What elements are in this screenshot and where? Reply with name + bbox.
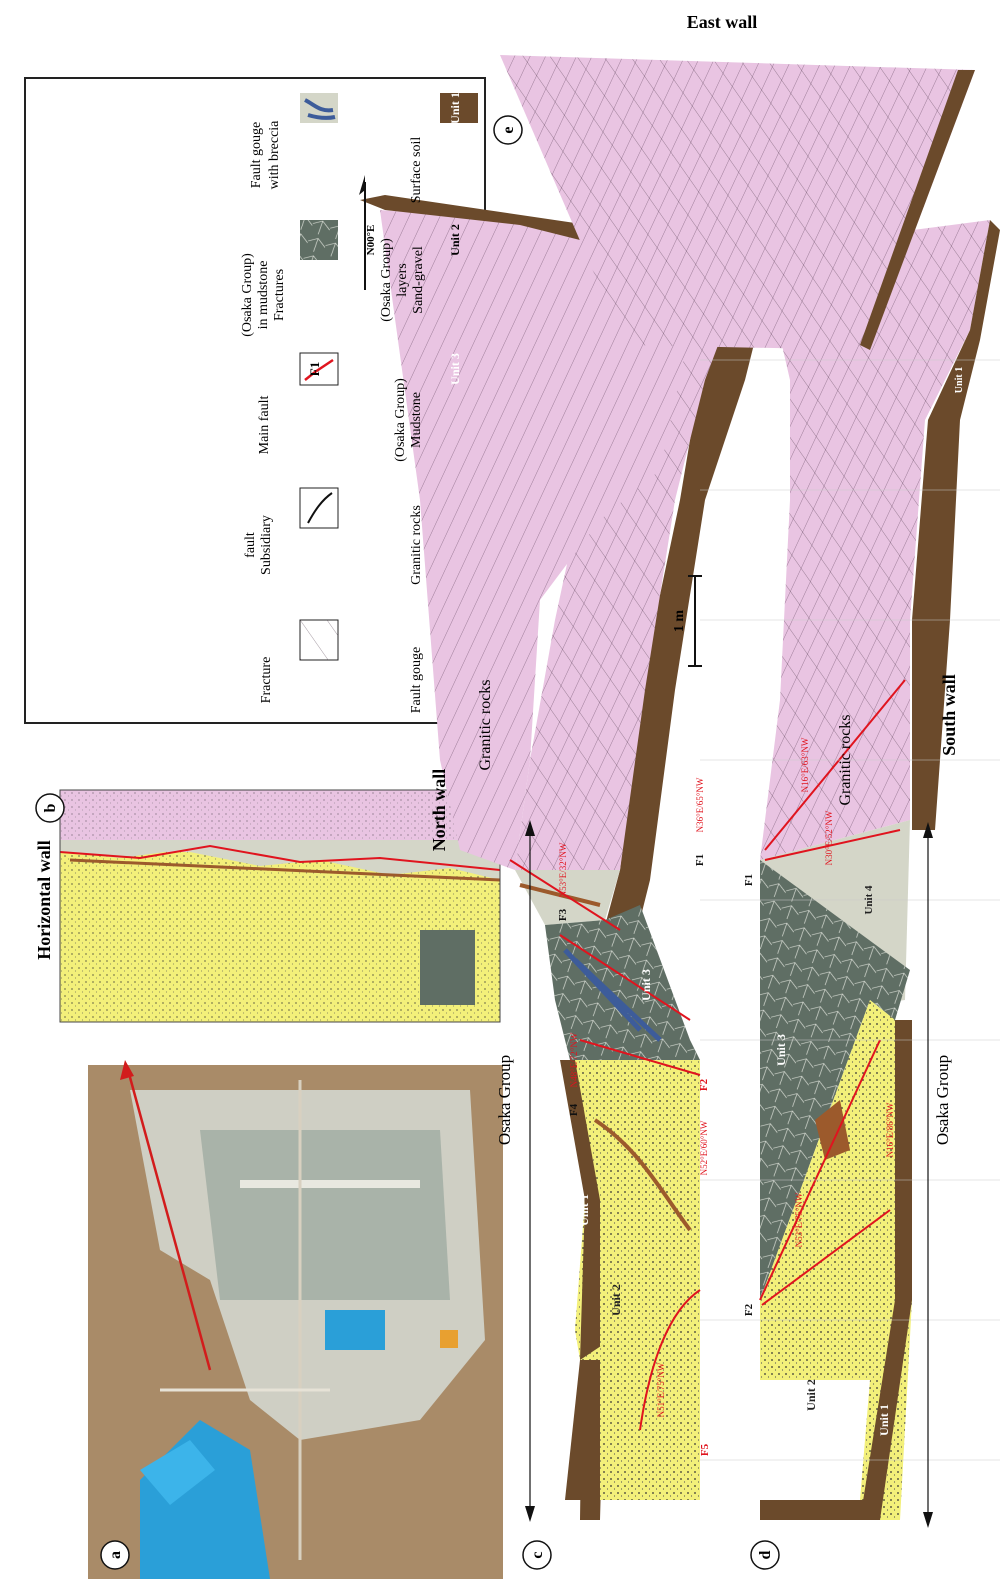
legend-unit3-chip-text: Unit 3 (448, 353, 462, 385)
nw-unit1-label: Unit 1 (577, 1194, 591, 1226)
nw-f1-attitude: N36°E/65°NW (695, 777, 705, 832)
sw-unit1-label: Unit 1 (877, 1404, 891, 1436)
legend-granitic-desc: Granitic rocks (409, 505, 424, 585)
panel-a-label: a (107, 1551, 124, 1559)
legend-unit1-chip-text: Unit 1 (448, 92, 462, 124)
legend-unit3-desc-2: (Osaka Group) (393, 378, 408, 462)
sw-osaka-label: Osaka Group (933, 1055, 952, 1145)
north-wall-title: North wall (429, 769, 449, 852)
panel-e-label: e (500, 126, 517, 133)
legend-fracture-desc: Fracture (259, 657, 274, 704)
sw-f2b-attitude: N53°E/75°NW (794, 1192, 804, 1247)
nw-f3-label: F3 (557, 908, 569, 921)
legend-fractures-mud-desc-3: (Osaka Group) (240, 253, 255, 337)
legend-subsidiary-desc-1: Subsidiary (259, 515, 274, 575)
nw-f4-label: F4 (568, 1103, 580, 1116)
sw-unit4-label: Unit 4 (863, 885, 875, 915)
horizontal-wall-title: Horizontal wall (34, 840, 54, 960)
legend-unit2-desc-2: layers (395, 263, 410, 296)
legend-gouge-breccia-desc-1: Fault gouge (249, 122, 264, 189)
east-wall-title: East wall (687, 12, 758, 32)
legend-main-fault-desc: Main fault (257, 396, 272, 455)
nw-granitic-label: Granitic rocks (477, 679, 494, 770)
legend-unit2-chip-text: Unit 2 (448, 224, 462, 256)
south-wall-panel-d (760, 220, 1000, 1520)
orientation-label: N00°E (365, 225, 377, 256)
photo-panel-a (88, 1065, 503, 1579)
scale-bar-label: 1 m (672, 610, 687, 633)
south-wall-title: South wall (939, 674, 959, 756)
blue-tarp-2 (325, 1310, 385, 1350)
panel-c-label: c (529, 1551, 546, 1558)
nw-f4-attitude: N48°E/72°NW (569, 1032, 579, 1087)
legend-unit2-desc-1: Sand-gravel (411, 246, 426, 314)
panel-b-label: b (42, 803, 59, 812)
sw-unit1-east-label: Unit 1 (954, 367, 965, 393)
sw-f1-attitude: N30°E/52°NW (824, 810, 834, 865)
legend-main-fault-chip-text: F1 (307, 362, 322, 376)
sw-unit3-label: Unit 3 (774, 1034, 788, 1066)
nw-osaka-label: Osaka Group (495, 1055, 514, 1145)
sw-f2-attitude: N16°E/86°NW (885, 1102, 895, 1157)
nw-f5-attitude: N51°E/75°NW (656, 1362, 666, 1417)
legend-fractures-mud-desc-1: Fractures (272, 269, 287, 321)
nw-unit3-label: Unit 3 (639, 969, 653, 1001)
sw-f1b-attitude: N16°E/63°NW (800, 737, 810, 792)
nw-f2-label: F2 (698, 1078, 710, 1091)
legend-subsidiary-desc-2: fault (243, 532, 258, 558)
sw-f1-label: F1 (743, 874, 755, 886)
hw-mudstone (420, 930, 475, 1005)
legend-unit1-desc: Surface soil (409, 137, 424, 204)
legend-unit3-desc-1: Mudstone (409, 392, 424, 448)
legend-gouge-breccia-desc-2: with breccia (267, 120, 282, 190)
nw-f2-attitude: N52°E/60°NW (699, 1120, 709, 1175)
nw-unit2-label: Unit 2 (609, 1284, 623, 1316)
tent (440, 1330, 458, 1348)
panel-d-label: d (757, 1550, 774, 1559)
nw-f5-label: F5 (699, 1443, 711, 1456)
legend-fractures-mud-desc-2: in mudstone (256, 261, 271, 330)
nw-f1-label: F1 (694, 854, 706, 866)
trench-pit (200, 1130, 450, 1300)
legend-unit2-desc-3: (Osaka Group) (379, 238, 394, 322)
sw-f2-label: F2 (743, 1303, 755, 1316)
sw-unit2-label: Unit 2 (804, 1379, 818, 1411)
nw-f3-attitude: N53°E/32°NW (558, 842, 568, 897)
legend-gouge-desc: Fault gouge (409, 647, 424, 714)
sw-granitic-label: Granitic rocks (837, 714, 854, 805)
